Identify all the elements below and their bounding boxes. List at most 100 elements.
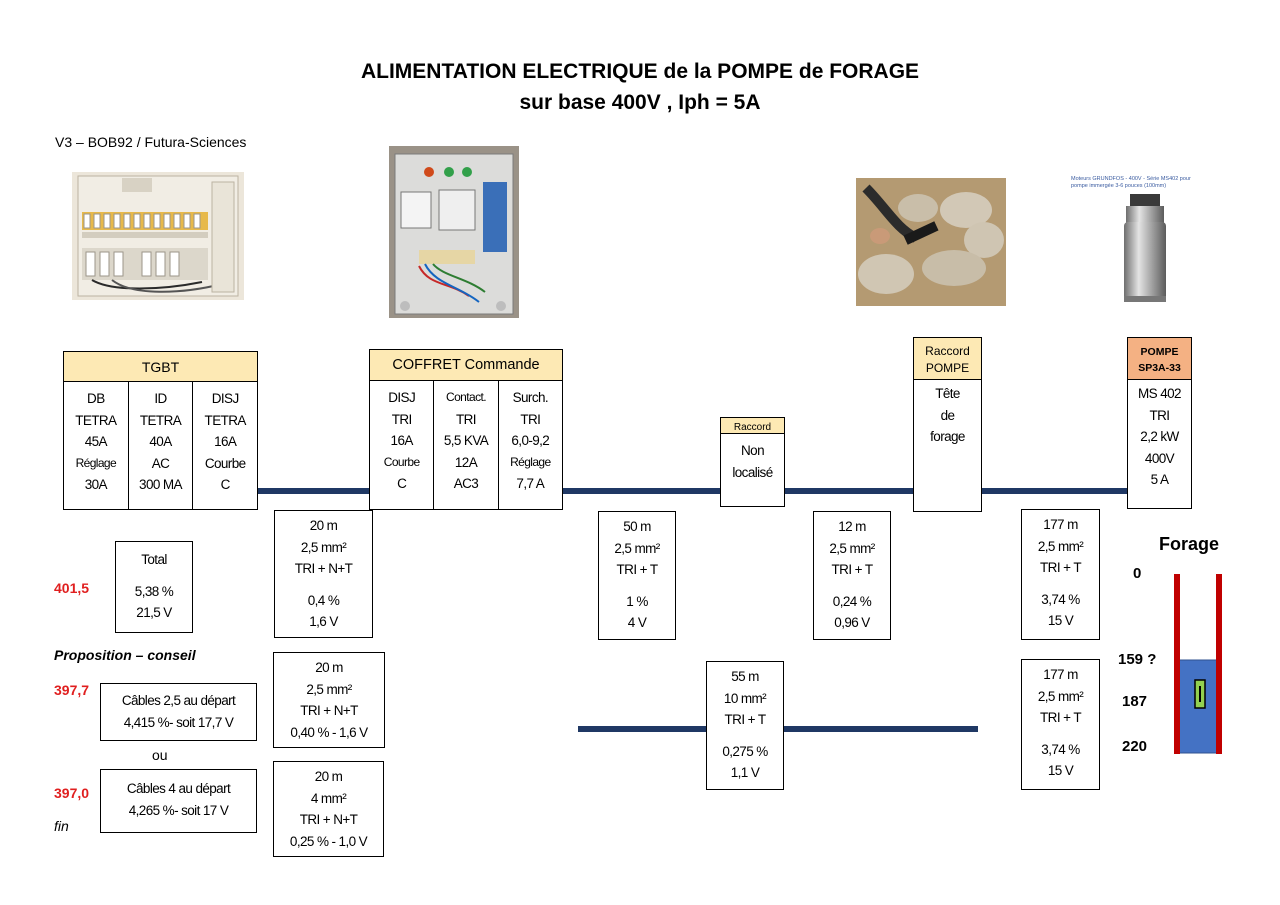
text-line: 2,2 kW (1140, 429, 1179, 444)
text-line: 7,7 A (516, 476, 545, 491)
segment-length: 20 m (309, 518, 338, 533)
text-line: DISJ (388, 390, 416, 405)
pompe-header: POMPE SP3A-33 (1128, 338, 1191, 380)
text-line: forage (930, 429, 965, 444)
text-line: Surch. (512, 390, 549, 405)
total-box: Total 5,38 % 21,5 V (115, 541, 193, 633)
segment-volt: 1,6 V (309, 614, 338, 629)
segment-volt: 4 V (627, 615, 647, 630)
raccord-pompe-header: Raccord POMPE (914, 338, 981, 380)
proposal-segment-4: 177 m 2,5 mm² TRI + T 3,74 % 15 V (1021, 659, 1100, 790)
depth-label: 220 (1122, 738, 1148, 755)
junction-body: Non localisé (721, 434, 784, 483)
text-line: AC (151, 455, 170, 471)
text-line: TRI (520, 411, 541, 427)
segment-section: 2,5 mm² (1037, 538, 1084, 554)
text-line: DISJ (211, 391, 239, 406)
text-line: 12A (454, 454, 478, 470)
text-line: 6,0-9,2 (511, 433, 550, 448)
text-line: Tête (935, 386, 960, 401)
pump-photo (1118, 192, 1172, 306)
text-line: TETRA (75, 412, 117, 428)
segment-section: 2,5 mm² (306, 681, 352, 697)
text-line: TRI (1149, 407, 1171, 423)
tgbt-col-disj: DISJ TETRA 16A Courbe C (192, 382, 257, 509)
segment-length: 20 m (315, 660, 343, 675)
proposal-line: 4,265 %- soit 17 V (128, 802, 229, 818)
text-line: C (220, 477, 231, 492)
segment-length: 177 m (1043, 667, 1078, 682)
total-volt: 21,5 V (136, 605, 172, 620)
header-line: SP3A-33 (1138, 362, 1181, 374)
segment-box-4: 177 m 2,5 mm² TRI + T 3,74 % 15 V (1021, 509, 1100, 640)
text-line: Réglage (510, 454, 551, 469)
raccord-pompe-body: Tête de forage (914, 380, 981, 448)
segment-type: TRI + N+T (294, 561, 353, 576)
text-line: Courbe (383, 454, 420, 469)
segment-type: TRI + T (831, 562, 874, 577)
proposal-line: 4,415 %- soit 17,7 V (123, 714, 234, 730)
segment-section: 2,5 mm² (614, 540, 660, 556)
proposal-opt1-value: 397,7 (54, 682, 90, 698)
segment-box-2: 50 m 2,5 mm² TRI + T 1 % 4 V (598, 511, 676, 640)
header-line: POMPE (925, 361, 970, 375)
diagram-subtitle: sur base 400V , Iph = 5A (519, 91, 761, 114)
segment-volt: 15 V (1047, 613, 1074, 628)
borehole-graphic (1170, 574, 1230, 754)
text-line: 30A (84, 477, 108, 492)
text-line: Réglage (75, 455, 117, 470)
coffret-col-contactor: Contact. TRI 5,5 KVA 12A AC3 (433, 381, 497, 509)
coffret-header: COFFRET Commande (370, 350, 562, 381)
segment-volt: 0,96 V (834, 615, 870, 630)
segment-length: 20 m (314, 769, 343, 784)
tgbt-header: TGBT (64, 352, 257, 382)
text-line: Courbe (204, 455, 246, 471)
segment-pct: 0,275 % (722, 743, 768, 759)
segment-type: TRI + N+T (300, 703, 358, 718)
segment-box-3: 12 m 2,5 mm² TRI + T 0,24 % 0,96 V (813, 511, 891, 640)
coffret-panel: COFFRET Commande DISJ TRI 16A Courbe C C… (369, 349, 563, 510)
proposal-line: Câbles 4 au départ (126, 781, 231, 796)
segment-length: 55 m (731, 669, 759, 684)
total-pct: 5,38 % (134, 583, 174, 599)
proposal-title: Proposition – conseil (54, 647, 196, 663)
text-line: C (397, 476, 407, 491)
text-line: 5 A (1150, 472, 1169, 487)
segment-volt: 1,1 V (730, 765, 760, 780)
segment-volt: 15 V (1047, 763, 1074, 778)
total-title: Total (141, 552, 167, 567)
segment-drop: 0,25 % - 1,0 V (289, 833, 368, 849)
pompe-body: MS 402 TRI 2,2 kW 400V 5 A (1128, 380, 1191, 491)
text-line: 40A (149, 434, 172, 449)
segment-type: TRI + N+T (299, 812, 358, 827)
segment-length: 177 m (1043, 517, 1078, 532)
segment-drop: 0,40 % - 1,6 V (290, 724, 368, 740)
text-line: 16A (390, 433, 414, 448)
tgbt-col-db: DB TETRA 45A Réglage 30A (64, 382, 128, 509)
junction-box: Raccord Non localisé (720, 417, 785, 507)
proposal-or: ou (152, 747, 168, 763)
proposal-opt2-box: Câbles 4 au départ 4,265 %- soit 17 V (100, 769, 257, 833)
segment-type: TRI + T (1040, 710, 1082, 725)
proposal-segment-3: 55 m 10 mm² TRI + T 0,275 % 1,1 V (706, 661, 784, 790)
total-voltage-value: 401,5 (54, 580, 90, 596)
casing-right (1216, 574, 1222, 754)
segment-box-1: 20 m 2,5 mm² TRI + N+T 0,4 % 1,6 V (274, 510, 373, 638)
text-line: TETRA (139, 412, 182, 428)
depth-label: 0 (1133, 565, 1142, 582)
depth-label: 187 (1122, 693, 1148, 710)
coffret-col-disj: DISJ TRI 16A Courbe C (370, 381, 433, 509)
pump-photo-caption: Moteurs GRUNDFOS - 400V - Série MS402 po… (1071, 176, 1191, 189)
casing-left (1174, 574, 1180, 754)
segment-pct: 3,74 % (1041, 741, 1080, 757)
diagram-title: ALIMENTATION ELECTRIQUE de la POMPE de F… (360, 60, 920, 83)
raccord-pompe-box: Raccord POMPE Tête de forage (913, 337, 982, 512)
text-line: DB (87, 391, 105, 406)
tgbt-col-id: ID TETRA 40A AC 300 MA (127, 382, 193, 509)
text-line: Contact. (446, 390, 486, 404)
coffret-col-surcharge: Surch. TRI 6,0-9,2 Réglage 7,7 A (497, 381, 562, 509)
segment-pct: 3,74 % (1041, 591, 1080, 607)
text-line: TRI (391, 411, 413, 427)
credit-text: V3 – BOB92 / Futura-Sciences (55, 134, 247, 150)
text-line: localisé (732, 464, 773, 480)
